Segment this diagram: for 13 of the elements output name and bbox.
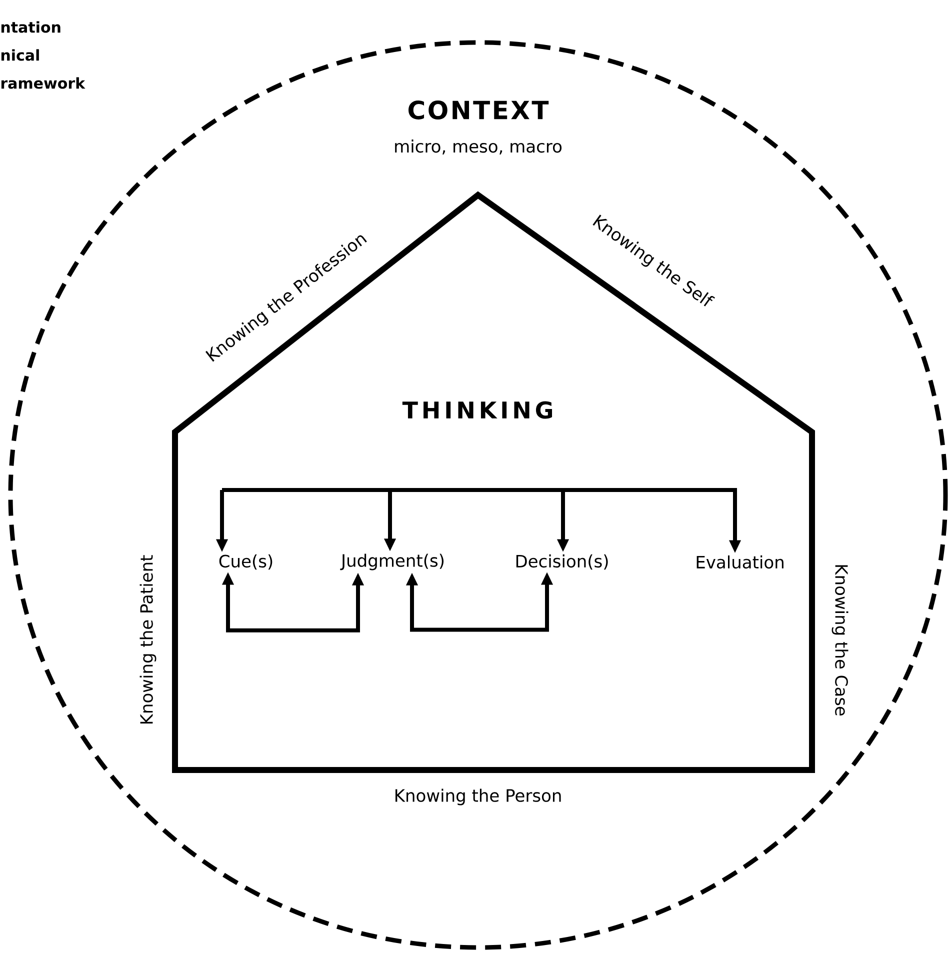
heading-fragment: ntation — [1, 21, 60, 33]
side-label: Knowing the Patient — [140, 555, 156, 724]
step-label: Evaluation — [696, 555, 784, 569]
house-title: THINKING — [402, 401, 552, 419]
step-label: Cue(s) — [219, 554, 272, 570]
step-label: Judgment(s) — [340, 554, 444, 570]
context-title: CONTEXT — [408, 100, 549, 120]
side-label: Knowing the Case — [832, 565, 848, 716]
context-subtitle: micro, meso, macro — [395, 140, 562, 154]
heading-fragment: nical — [1, 49, 39, 61]
heading-fragment: ramework — [1, 77, 86, 89]
step-label: Decision(s) — [516, 554, 608, 570]
side-label: Knowing the Person — [396, 788, 561, 806]
